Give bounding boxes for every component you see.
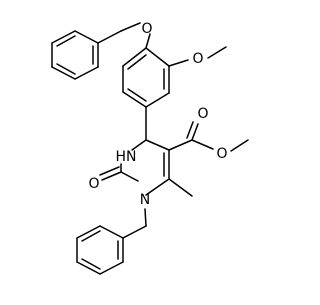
structure-canvas: O O O O HN O N — [51, 21, 249, 275]
pyrimidinone-ring — [120, 139, 170, 196]
ring-nitrogen-label: N — [140, 192, 150, 208]
ester-carbonyl-oxygen-label: O — [197, 106, 208, 122]
urea-oxygen-label: O — [88, 176, 99, 192]
urea-carbonyl — [99, 166, 122, 181]
n-benzyl-linker — [122, 208, 147, 239]
ether-oxygen-label: O — [141, 21, 152, 37]
c6-methyl — [168, 178, 193, 197]
ester-oxygen-label: O — [216, 146, 227, 162]
nh-label: HN — [116, 149, 137, 165]
methoxy-oxygen-label: O — [192, 51, 203, 67]
molecule-drawing: O O O O HN O N — [51, 21, 249, 275]
methyl-ester — [168, 121, 249, 152]
methoxy-aryl-ring — [122, 47, 170, 108]
benzyloxy-linker — [97, 22, 151, 49]
methoxy-group — [168, 46, 227, 67]
n-benzyl-phenyl-ring — [76, 225, 124, 275]
benzyloxy-phenyl-ring — [51, 30, 99, 80]
